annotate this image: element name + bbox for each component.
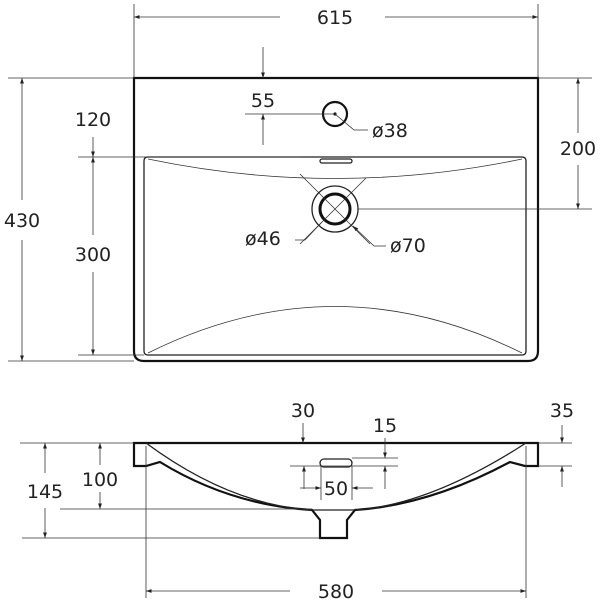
dim-rim-thickness: 35	[550, 400, 574, 422]
dim-top-thickness: 30	[291, 400, 315, 422]
basin-outline	[143, 156, 527, 356]
overflow-slot	[319, 158, 353, 164]
dim-drain-outer-diameter: ø70	[390, 235, 426, 257]
dim-overflow-width: 50	[324, 478, 348, 500]
sink-profile	[132, 441, 540, 540]
basin-back-curve	[147, 158, 523, 179]
dim-front-to-basin: 120	[75, 109, 111, 131]
dim-drain-inner-diameter: ø46	[245, 228, 281, 250]
dim-drain-position: 200	[560, 138, 596, 160]
dim-overflow-height: 15	[373, 415, 397, 437]
basin-front-curve	[147, 306, 523, 354]
dim-total-height: 145	[27, 481, 63, 503]
dim-overall-depth: 430	[4, 210, 40, 232]
dim-basin-depth: 300	[75, 244, 111, 266]
dim-overall-width: 615	[317, 7, 353, 29]
top-view: 615 430 120 300 55 ø38 200 ø46 ø70	[4, 4, 596, 363]
drain-inner	[318, 192, 352, 226]
side-view: 145 100 30 15 50 35 580	[20, 400, 574, 600]
overflow-slot-side	[319, 458, 353, 468]
dim-bowl-depth: 100	[82, 469, 118, 491]
dim-basin-width: 580	[318, 581, 354, 600]
sink-outline-top	[132, 76, 540, 363]
dim-tap-hole-diameter: ø38	[372, 120, 408, 142]
dim-tap-hole-offset: 55	[251, 90, 275, 112]
